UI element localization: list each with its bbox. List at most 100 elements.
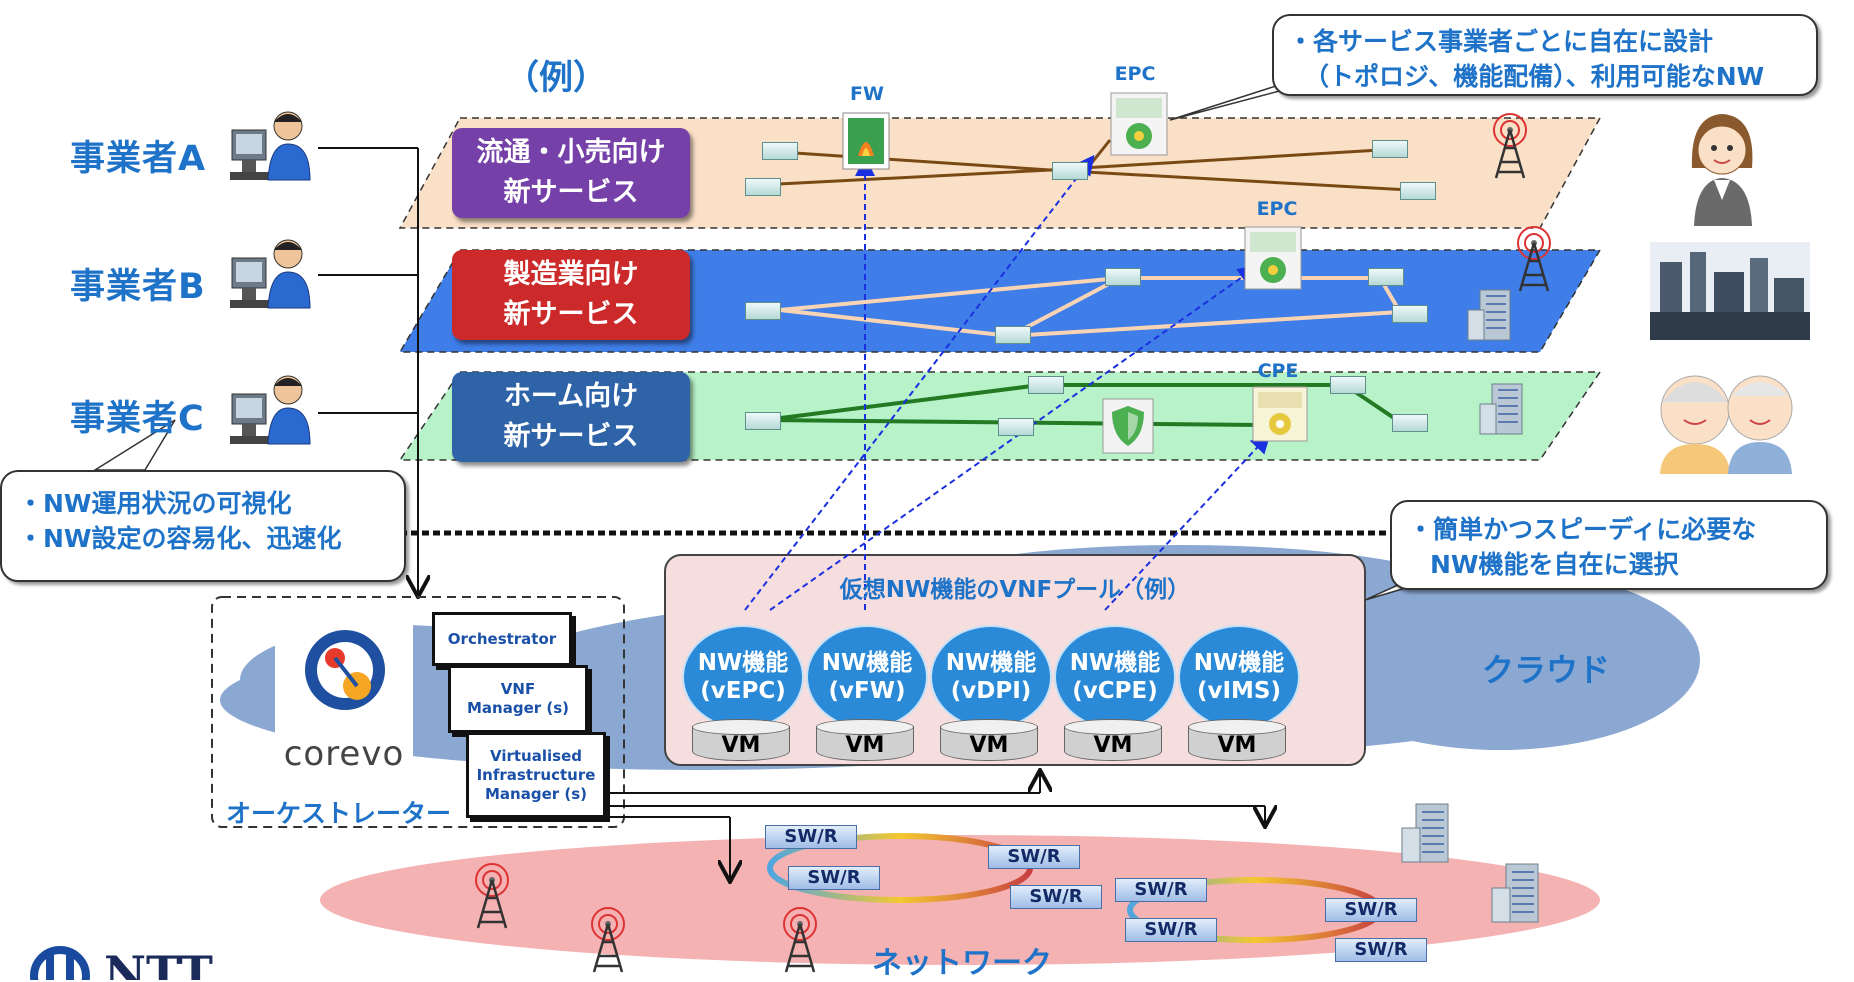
service-retail-line1: 流通・小売向け [476, 137, 666, 168]
callout-right-line2: NW機能を自在に選択 [1430, 550, 1679, 579]
vnf-bubble: NW機能(vIMS) [1178, 625, 1300, 729]
switch-label: SW/R [1344, 899, 1398, 920]
switch-label: SW/R [1134, 879, 1188, 900]
service-home: ホーム向け 新サービス [452, 372, 690, 462]
factory-photo [1650, 242, 1810, 340]
vnfm-line2: Manager (s) [466, 699, 570, 717]
service-manufacturing-line2: 新サービス [503, 299, 639, 330]
network-node [998, 418, 1034, 436]
antenna-tower-icon [1493, 113, 1527, 179]
network-node [1330, 376, 1366, 394]
epc-appliance-icon [1110, 92, 1168, 156]
vim-links [600, 772, 1265, 880]
network-node [1392, 305, 1428, 323]
antenna-tower-icon [1517, 226, 1551, 292]
switch-router: SW/R [1010, 885, 1102, 909]
service-retail-line2: 新サービス [503, 177, 639, 208]
vnf-name: NW機能 [1193, 650, 1285, 676]
corevo-logo-mark [305, 630, 385, 710]
network-node [1105, 268, 1141, 286]
vm-cylinder: VM [1188, 719, 1286, 767]
network-node [995, 326, 1031, 344]
network-area [320, 835, 1600, 965]
callout-top-line1: ・各サービス事業者ごとに自在に設計 [1288, 27, 1714, 56]
vnf-bubble: NW機能(vCPE) [1054, 625, 1176, 729]
network-node [1368, 268, 1404, 286]
vim-box: Virtualised Infrastructure Manager (s) [466, 732, 606, 818]
callout-function-select: ・簡単かつスピーディに必要な NW機能を自在に選択 [1390, 500, 1828, 590]
vnf-deploy-arrows [744, 154, 1271, 611]
network-node [745, 412, 781, 430]
switch-router: SW/R [1125, 918, 1217, 942]
switch-label: SW/R [1007, 846, 1061, 867]
firewall-appliance-icon [842, 112, 890, 170]
example-label: （例） [505, 58, 607, 98]
operator-b-label: 事業者B [70, 267, 206, 307]
operator-computer-icon [230, 111, 311, 181]
building-icon [1491, 863, 1539, 923]
switch-label: SW/R [784, 826, 838, 847]
callout-design-freedom: ・各サービス事業者ごとに自在に設計 （トポロジ、機能配備）、利用可能なNW [1272, 14, 1818, 96]
network-node [1392, 414, 1428, 432]
service-home-line2: 新サービス [503, 421, 639, 452]
corevo-logo: corevo [275, 618, 413, 776]
vnf-name: NW機能 [697, 650, 789, 676]
service-retail: 流通・小売向け 新サービス [452, 128, 690, 218]
switch-label: SW/R [1029, 886, 1083, 907]
operator-links [318, 147, 418, 595]
switch-router: SW/R [1335, 938, 1427, 962]
callout-left-line2: ・NW設定の容易化、迅速化 [18, 524, 342, 553]
callout-top-line2: （トポロジ、機能配備）、利用可能なNW [1304, 62, 1765, 91]
vnf-vcpe: NW機能(vCPE) VM [1054, 625, 1178, 761]
cpe-appliance-icon [1252, 386, 1308, 442]
switch-label: SW/R [1144, 919, 1198, 940]
vm-cylinder: VM [816, 719, 914, 767]
vnf-vepc: NW機能(vEPC) VM [682, 625, 806, 761]
switch-label: SW/R [807, 867, 861, 888]
orchestrator-box: Orchestrator [432, 612, 572, 666]
vnf-type: (vCPE) [1072, 678, 1158, 704]
service-home-line1: ホーム向け [503, 381, 639, 412]
operator-computer-icon [230, 239, 311, 309]
operator-a-label: 事業者A [70, 139, 207, 179]
vnf-vdpi: NW機能(vDPI) VM [930, 625, 1054, 761]
vnf-bubble: NW機能(vEPC) [682, 625, 804, 729]
service-manufacturing-line1: 製造業向け [503, 259, 639, 290]
building-icon [1467, 289, 1511, 341]
vnf-type: (vFW) [828, 678, 906, 704]
shop-clerk-illustration [1691, 114, 1753, 226]
epc-top-label: EPC [1114, 63, 1156, 85]
vnf-type: (vIMS) [1196, 678, 1282, 704]
vim-line2: Infrastructure [476, 765, 596, 784]
switch-router: SW/R [1115, 878, 1207, 902]
vnf-vims: NW機能(vIMS) VM [1178, 625, 1302, 761]
vim-line1: Virtualised [490, 746, 582, 765]
vim-line3: Manager (s) [484, 784, 588, 803]
network-node [745, 178, 781, 196]
switch-router: SW/R [765, 825, 857, 849]
cloud-label: クラウド [1482, 651, 1611, 689]
network-node [1400, 182, 1436, 200]
switch-router: SW/R [788, 866, 880, 890]
ntt-logo: NTT [28, 944, 228, 980]
callout-visibility: ・NW運用状況の可視化 ・NW設定の容易化、迅速化 [0, 470, 406, 582]
network-node [1372, 140, 1408, 158]
vnf-name: NW機能 [1069, 650, 1161, 676]
orchestrator-box [211, 596, 625, 828]
ntt-wordmark: NTT [104, 946, 213, 980]
vm-cylinder: VM [1064, 719, 1162, 767]
epc-mid-label: EPC [1256, 198, 1298, 220]
callout-right-line1: ・簡単かつスピーディに必要な [1408, 515, 1757, 544]
fw-label: FW [850, 83, 884, 105]
network-label: ネットワーク [872, 946, 1052, 981]
antenna-tower-icon [475, 863, 509, 929]
vnf-bubble: NW機能(vFW) [806, 625, 928, 729]
network-node [1052, 162, 1088, 180]
antenna-tower-icon [591, 907, 625, 973]
corevo-wordmark: corevo [283, 734, 405, 774]
network-node [762, 142, 798, 160]
vnf-pool-title: 仮想NW機能のVNFプール（例） [839, 577, 1191, 603]
vnf-type: (vDPI) [950, 678, 1032, 704]
callout-left-line1: ・NW運用状況の可視化 [18, 489, 292, 518]
network-node [1028, 376, 1064, 394]
